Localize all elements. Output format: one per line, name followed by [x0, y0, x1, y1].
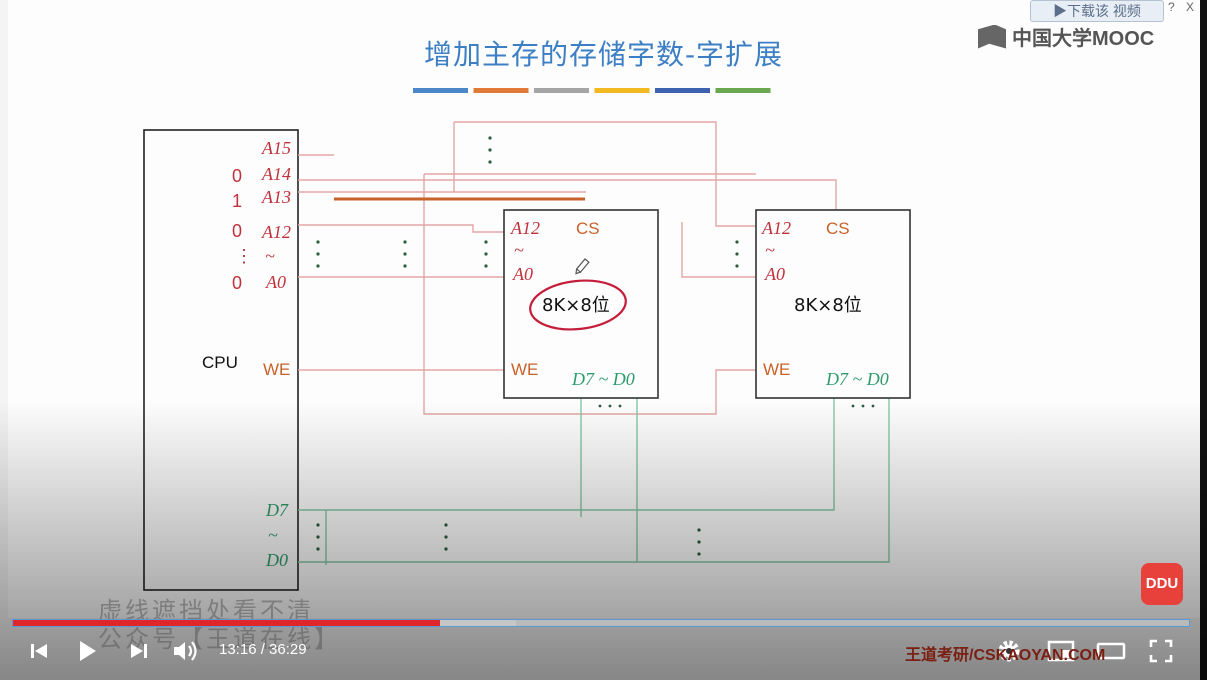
mooc-logo: 中国大学MOOC	[978, 22, 1154, 51]
watermark-text: 王道考研/CSKAOYAN.COM	[905, 647, 1106, 664]
corner-icons: ? X	[1168, 0, 1198, 14]
addr-bit-a13: 1	[232, 191, 242, 211]
player-controls	[0, 628, 1207, 672]
next-icon	[131, 644, 147, 658]
title-color-bar	[594, 88, 650, 93]
cpu-pin-data-tilde: ~	[268, 525, 278, 545]
progress-played	[13, 620, 441, 626]
cpu-pin-we: WE	[263, 360, 290, 379]
title-color-bar	[715, 88, 771, 93]
chip1-data: D7 ~ D0	[571, 369, 635, 389]
title-color-bar	[534, 88, 589, 93]
chip1-box	[503, 209, 659, 399]
cpu-pin-a13: A13	[261, 187, 291, 207]
chip2-box	[755, 209, 911, 399]
fullscreen-icon	[1149, 639, 1173, 663]
chip2-data: D7 ~ D0	[825, 369, 889, 389]
cpu-pin-d7: D7	[265, 500, 289, 520]
chip1-cs: CS	[576, 219, 600, 238]
cpu-pin-a14: A14	[261, 164, 291, 184]
addr-bit-dots: ⋮	[235, 246, 253, 266]
next-button[interactable]	[124, 636, 154, 666]
settings-icon	[998, 640, 1020, 662]
addr-bit-a14: 0	[232, 166, 242, 186]
previous-button[interactable]	[24, 636, 54, 666]
cpu-pin-a12: A12	[261, 222, 291, 242]
cpu-pin-tilde: ~	[265, 246, 275, 266]
addr-bit-a0: 0	[232, 273, 242, 293]
volume-button[interactable]	[171, 636, 201, 666]
addr-bit-a12: 0	[232, 221, 242, 241]
help-icon[interactable]: ?	[1168, 0, 1179, 14]
download-video-button[interactable]: ▶下载该 视频	[1030, 0, 1164, 22]
chip2-we: WE	[763, 360, 790, 379]
chip1-a12: A12	[510, 218, 540, 238]
progress-bar[interactable]	[12, 619, 1190, 627]
cpu-label: CPU	[202, 353, 238, 372]
mooc-logo-text: 中国大学MOOC	[1012, 28, 1155, 50]
chip1-we: WE	[511, 360, 538, 379]
previous-icon	[31, 644, 47, 658]
time-display: 13:16 / 36:29	[219, 641, 307, 658]
title-color-bar	[413, 88, 468, 93]
ddu-badge[interactable]: DDU	[1141, 563, 1183, 605]
fullscreen-button[interactable]	[1146, 636, 1176, 666]
title-color-bar	[473, 88, 529, 93]
miniplayer-button[interactable]	[1046, 636, 1076, 666]
close-icon[interactable]: X	[1186, 0, 1199, 14]
chip1-capacity: 8K×8位	[542, 295, 610, 316]
chip2-a0: A0	[764, 264, 785, 284]
cpu-pin-a0: A0	[265, 272, 286, 292]
play-button[interactable]	[72, 636, 102, 666]
handwritten-circle	[529, 279, 627, 331]
pencil-icon	[575, 258, 590, 275]
chip1-a0: A0	[512, 264, 533, 284]
theater-mode-button[interactable]	[1096, 636, 1126, 666]
slide-title: 增加主存的存储字数-字扩展	[423, 38, 784, 71]
title-color-bars	[413, 88, 771, 93]
miniplayer-icon	[1047, 640, 1075, 662]
settings-button[interactable]	[994, 636, 1024, 666]
chip1-tilde: ~	[514, 240, 524, 260]
theater-icon	[1096, 642, 1126, 660]
cpu-box	[143, 129, 299, 591]
play-icon	[80, 641, 96, 661]
chip2-cs: CS	[826, 219, 850, 238]
title-color-bar	[655, 88, 710, 93]
mooc-logo-icon	[978, 24, 1006, 49]
chip2-a12: A12	[761, 218, 791, 238]
chip2-tilde: ~	[765, 240, 775, 260]
cpu-pin-d0: D0	[265, 550, 288, 570]
cpu-pin-a15: A15	[261, 138, 291, 158]
volume-icon	[174, 641, 197, 661]
chip2-capacity: 8K×8位	[794, 295, 862, 316]
